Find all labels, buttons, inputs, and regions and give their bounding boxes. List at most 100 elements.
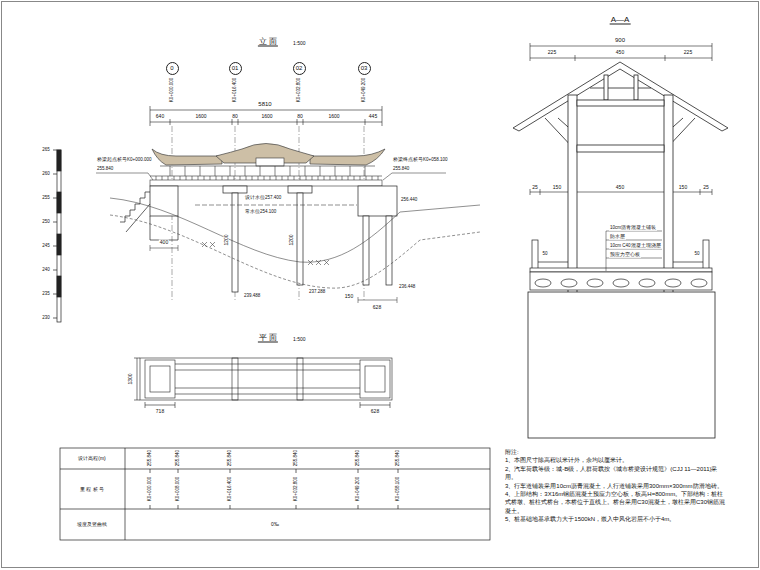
- dimension-text: 900: [614, 37, 626, 43]
- abutment: [120, 186, 397, 285]
- axis-circle: 0K0+000.000: [166, 62, 179, 75]
- abutment: [358, 186, 397, 216]
- profile-table: [60, 448, 490, 540]
- scale-text: 1:500: [292, 337, 307, 342]
- scale-value: 245: [41, 244, 51, 249]
- note-text: 2、汽车荷载等级：城-B级，人群荷载按《城市桥梁设计规范》(CJJ 11—201…: [505, 465, 725, 482]
- table-cell: 255.840: [356, 449, 361, 467]
- callout-text: 桥梁终点桩号K0+058.100: [392, 158, 448, 163]
- dimension-line: [530, 43, 712, 61]
- pier: [288, 186, 312, 193]
- dimension-text: 445: [368, 114, 378, 119]
- note-text: 4、上部结构：3X16m钢筋混凝土预应力空心板，板高H=800mm。下部结构：桩…: [505, 490, 725, 515]
- ground-line: [202, 242, 329, 265]
- section-roof: [513, 62, 728, 131]
- plan-view: [232, 358, 238, 400]
- hollow-slab: [691, 279, 707, 287]
- dimension-text: 628: [370, 409, 380, 414]
- ground-line: [110, 215, 480, 288]
- plan-view: [145, 360, 175, 398]
- plan-view: [360, 360, 390, 398]
- leader-line: [606, 231, 662, 271]
- table-cell: 255.840: [176, 449, 181, 467]
- plan-view: [175, 364, 360, 394]
- section-roof: [604, 75, 608, 100]
- station-text: K0+049.200: [362, 77, 367, 101]
- ground-line: [110, 198, 480, 288]
- elevation-scale: [57, 192, 61, 213]
- elevation-scale: [57, 276, 61, 297]
- dimension-text: 718: [155, 409, 165, 414]
- dimension-text: 450: [615, 50, 625, 55]
- scale-value: 260: [41, 172, 51, 177]
- plan-view: [134, 358, 392, 408]
- dimension-line: [530, 189, 712, 195]
- axis-number: 01: [230, 63, 241, 74]
- abutment: [386, 216, 392, 285]
- dimension-text: 150: [678, 185, 688, 190]
- elevation-scale: [57, 234, 61, 255]
- dimension-text: 50: [693, 252, 700, 257]
- elevation-scale: [53, 150, 57, 318]
- dimension-text: 150: [552, 185, 562, 190]
- pier: [223, 186, 312, 292]
- scale-value: 240: [41, 268, 51, 273]
- dimension-text: 450: [615, 185, 625, 190]
- scale-value: 235: [41, 292, 51, 297]
- dimension-line: [150, 106, 382, 126]
- bridge-corridor: [150, 176, 382, 177]
- leader-line: [150, 245, 178, 251]
- bridge-corridor: [256, 158, 284, 166]
- pier-cap-block: [528, 292, 715, 438]
- plan-view: [365, 366, 385, 392]
- station-text: K0+000.000: [170, 77, 175, 101]
- profile-table: [60, 448, 490, 540]
- axis-number: 0: [167, 63, 178, 74]
- dimension-text: 1600: [327, 114, 340, 119]
- table-cell: 255.840: [396, 449, 401, 467]
- elevation-scale: [53, 150, 61, 322]
- railing: [703, 240, 709, 270]
- dimension-text: 50: [541, 252, 548, 257]
- railing: [538, 262, 703, 263]
- elevation-text: 237.288: [308, 290, 326, 295]
- hollow-slab: [639, 279, 655, 287]
- water-level-text: 设计水位257.400: [244, 196, 282, 201]
- dimension-text: 628: [372, 305, 382, 310]
- leader-line: [358, 297, 397, 303]
- section-frame: [577, 100, 664, 106]
- plan-view: [134, 358, 140, 400]
- elevation-text: 239.488: [243, 294, 261, 299]
- scale-value: 265: [41, 148, 51, 153]
- table-header: 坡度及竖曲线: [76, 522, 108, 527]
- axis-number: 03: [359, 63, 370, 74]
- ground-line: [110, 198, 480, 262]
- table-cell: K0+032.800: [294, 476, 299, 502]
- section-roof: [634, 75, 638, 100]
- dimension-text: 225: [683, 50, 693, 55]
- leader-line: [606, 231, 662, 271]
- hollow-slab: [665, 279, 681, 287]
- bridge-corridor: [156, 176, 378, 180]
- pier-cap-block: [528, 292, 715, 438]
- leader-line: [383, 173, 446, 180]
- section-frame: [577, 145, 664, 152]
- axis-line: [172, 126, 364, 300]
- water-level-text: 常水位254.100: [244, 210, 277, 215]
- elevation-text: 236.448: [398, 285, 416, 290]
- axis-circle: 01K0+016.400: [229, 62, 242, 75]
- railing: [530, 268, 712, 272]
- abutment: [150, 186, 178, 216]
- elevation-text: 255.840: [96, 167, 114, 172]
- layer-text: 防水层: [609, 235, 626, 240]
- axis-number: 02: [294, 63, 305, 74]
- plan-view: [150, 366, 170, 392]
- dimension-text: 225: [547, 50, 557, 55]
- hollow-slab: [535, 279, 551, 287]
- bridge-corridor: [160, 166, 375, 167]
- profile-table: [150, 469, 398, 509]
- dimension-text: 5810: [257, 101, 272, 107]
- elevation-text: 255.840: [392, 167, 410, 172]
